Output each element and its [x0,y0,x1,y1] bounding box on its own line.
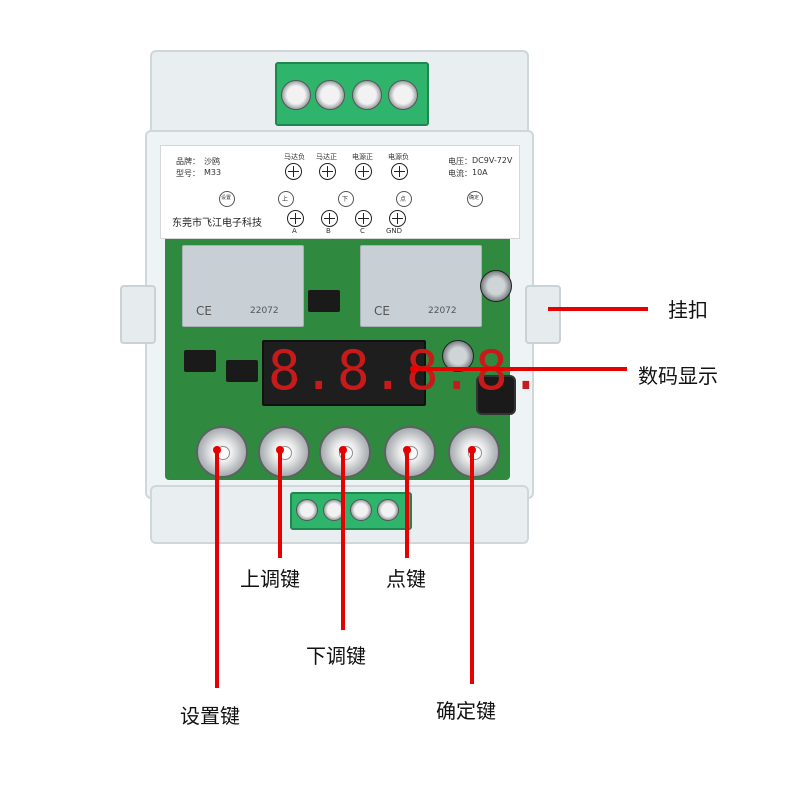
screw-symbol-icon [321,210,338,227]
ic-chip [226,360,258,382]
screw-symbol-icon [391,163,408,180]
seven-segment-display [262,340,426,406]
model-value: M33 [204,168,222,177]
relay-left [182,245,304,327]
point-key-pointer-line [405,450,409,558]
down-key-callout: 下调键 [306,644,366,668]
inductor [476,375,516,415]
confirm-key-callout: 确定键 [436,699,496,723]
terminal-label: 电源正 [352,153,373,161]
hook-pointer-line [548,307,648,311]
display-digits: 8.8.8.8. [268,339,545,402]
ic-chip [184,350,216,372]
terminal-screw [352,80,382,110]
relay-right-ce-mark: CE [374,304,390,318]
set-button-marker [219,191,235,207]
down-key-pointer-line [341,450,345,630]
display-callout: 数码显示 [638,364,718,388]
screw-symbol-icon [319,163,336,180]
voltage-label: 电压： [448,157,472,166]
screw-symbol-icon [285,163,302,180]
terminal-screw [281,80,311,110]
point-button-marker-label: 点 [400,196,407,203]
up-button[interactable] [258,426,310,478]
confirm-button[interactable] [448,426,500,478]
bottom-terminal-label: B [326,227,331,235]
set-button[interactable] [196,426,248,478]
brand-label: 品牌： [176,157,200,166]
hook-callout: 挂扣 [668,298,708,322]
set-key-pointer-line [215,450,219,688]
relay-left-ce-mark: CE [196,304,212,318]
point-button-marker [396,191,412,207]
terminal-label: 电源负 [388,153,409,161]
left-hook-clip [120,285,156,344]
screw-symbol-icon [355,163,372,180]
point-key-callout: 点键 [386,567,426,591]
screw-symbol-icon [287,210,304,227]
capacitor [442,340,474,372]
brand-value: 沙鸥 [204,157,220,166]
terminal-label: 马达正 [316,153,337,161]
terminal-label: 马达负 [284,153,305,161]
up-button-marker [278,191,294,207]
bottom-terminal-label: C [360,227,365,235]
model-label: 型号： [176,169,200,178]
terminal-screw [377,499,399,521]
terminal-screw [296,499,318,521]
up-button-marker-label: 上 [282,196,289,203]
confirm-button-marker [467,191,483,207]
set-key-callout: 设置键 [180,704,240,728]
capacitor [480,270,512,302]
up-key-callout: 上调键 [240,567,300,591]
down-button-marker [338,191,354,207]
right-hook-clip [525,285,561,344]
current-value: 10A [472,168,488,177]
current-label: 电流： [448,169,472,178]
relay-right-code: 22072 [428,306,457,316]
ic-chip [308,290,340,312]
screw-symbol-icon [389,210,406,227]
display-pointer-line [414,367,627,371]
down-button-marker-label: 下 [342,196,349,203]
up-key-pointer-line [278,450,282,558]
voltage-value: DC9V-72V [472,156,513,165]
confirm-key-pointer-line [470,450,474,684]
bottom-terminal-label: GND [386,227,403,235]
terminal-screw [315,80,345,110]
relay-left-code: 22072 [250,306,279,316]
confirm-button-marker-label: 确定 [469,195,480,201]
company-name: 东莞市飞江电子科技 [172,218,262,229]
set-button-marker-label: 设置 [221,195,232,201]
terminal-screw [388,80,418,110]
bottom-terminal-label: A [292,227,297,235]
terminal-screw [350,499,372,521]
screw-symbol-icon [355,210,372,227]
